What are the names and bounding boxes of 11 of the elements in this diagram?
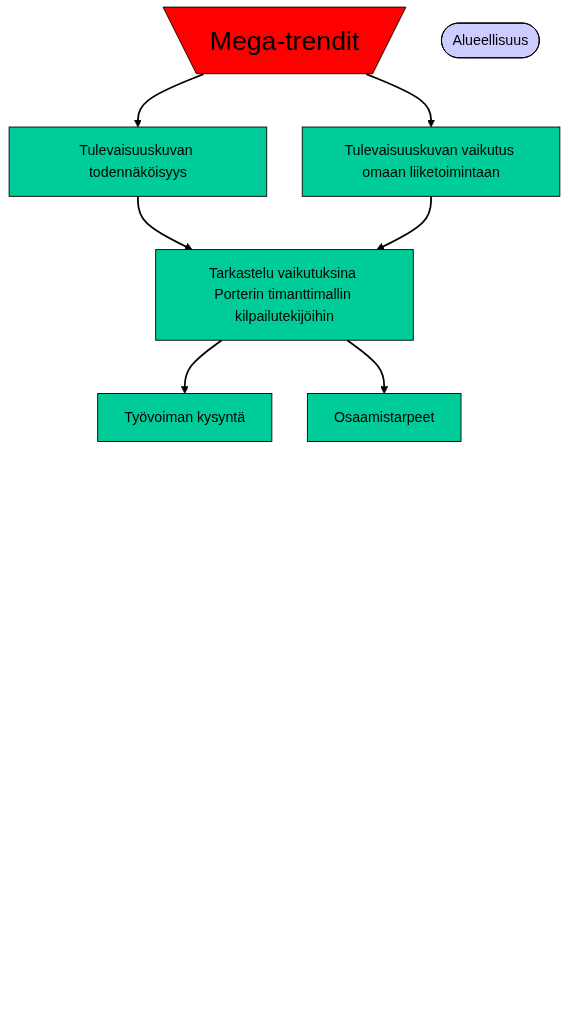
node-box: Työvoiman kysyntä — [97, 393, 273, 442]
arrow — [137, 195, 193, 251]
arrow — [346, 339, 389, 394]
arrow — [134, 73, 205, 128]
node-box: Osaamistarpeet — [306, 393, 462, 442]
node-box: Tulevaisuuskuvan vaikutus omaan liiketoimintaan — [301, 126, 561, 197]
node-box: Tulevaisuuskuvan todennäköisyys — [8, 126, 268, 197]
node-box: Tarkastelu vaikutuksina Porterin timanttimallin kilpailutekijöihin — [155, 249, 414, 341]
arrow — [365, 73, 435, 128]
arrow — [376, 195, 432, 251]
arrow — [180, 339, 223, 394]
